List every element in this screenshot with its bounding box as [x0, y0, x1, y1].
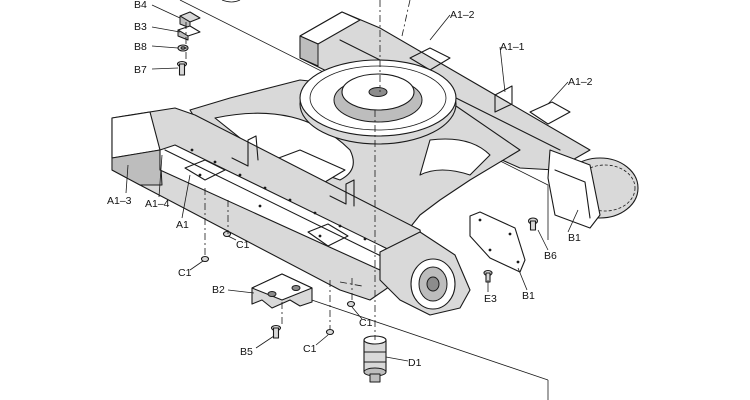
reference-outline	[179, 0, 549, 400]
label-b5: B5	[240, 346, 253, 358]
label-a1-3: A1–3	[107, 195, 132, 207]
leader-lines	[125, 4, 579, 362]
label-b2: B2	[212, 284, 225, 296]
label-b7: B7	[134, 64, 147, 76]
label-d1: D1	[408, 357, 422, 369]
label-b8: B8	[134, 41, 147, 53]
cover-plate	[469, 211, 526, 273]
label-c1-c: C1	[359, 317, 373, 329]
label-a1-4: A1–4	[145, 198, 170, 210]
label-c1-d: C1	[303, 343, 317, 355]
label-a1-1: A1–1	[500, 41, 525, 53]
label-a1-2-right: A1–2	[568, 76, 593, 88]
label-b3: B3	[134, 21, 147, 33]
label-c1-b: C1	[178, 267, 192, 279]
label-a1-2-top: A1–2	[450, 9, 475, 21]
swivel-joint-d1	[363, 335, 387, 383]
final-drive	[547, 149, 639, 229]
label-a1: A1	[176, 219, 189, 231]
label-c1-a: C1	[236, 239, 250, 251]
label-b1-right: B1	[568, 232, 581, 244]
label-b4: B4	[134, 0, 147, 11]
label-b6: B6	[544, 250, 557, 262]
label-b1-cover: B1	[522, 290, 535, 302]
swing-bearing	[299, 59, 457, 145]
centerlines	[185, 0, 411, 340]
label-e3: E3	[484, 293, 497, 305]
part-labels: B4 B3 B8 B7 A1–2 A1–1 A1–2 A1–3 A1–4 A1 …	[107, 0, 593, 369]
